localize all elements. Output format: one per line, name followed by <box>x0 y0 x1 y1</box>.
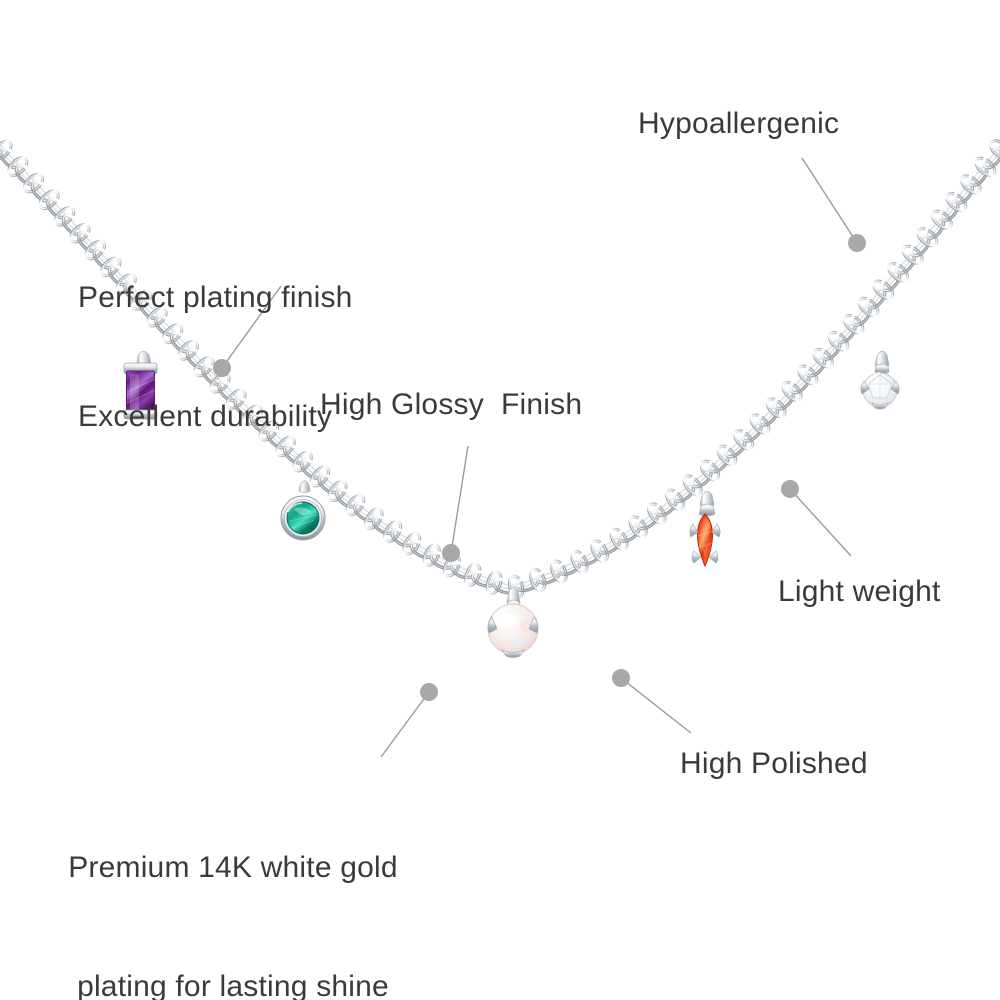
callout-dot-hypoallergenic[interactable] <box>848 234 866 252</box>
leader-line-plating <box>221 285 282 369</box>
callout-leaders <box>213 157 866 758</box>
leader-line-lightweight <box>789 488 852 557</box>
callout-dot-plating[interactable] <box>213 359 231 377</box>
callout-line-2: Excellent durability <box>78 400 333 434</box>
callout-dot-premium[interactable] <box>420 683 438 701</box>
callout-label-plating: Perfect plating finish Excellent durabil… <box>78 198 353 517</box>
callout-dot-glossy[interactable] <box>442 544 460 562</box>
callout-label-hypoallergenic: Hypoallergenic <box>638 107 840 140</box>
leader-line-hypoallergenic <box>801 157 858 244</box>
callout-label-premium: Premium 14K white gold plating for lasti… <box>52 768 414 1000</box>
leader-line-polished <box>620 677 692 734</box>
callout-dot-polished[interactable] <box>612 669 630 687</box>
callout-line-1: Perfect plating finish <box>78 280 353 314</box>
leader-line-glossy <box>450 445 469 554</box>
gem-emerald-round <box>280 480 326 541</box>
callout-dot-lightweight[interactable] <box>781 480 799 498</box>
callout-label-polished: High Polished <box>680 747 868 780</box>
callout-label-glossy: High Glossy Finish <box>320 388 583 421</box>
gem-fire-opal-marquise <box>689 490 721 568</box>
leader-line-premium <box>380 691 430 758</box>
callout-line-1: Premium 14K white gold <box>68 850 398 884</box>
callout-line-2: plating for lasting shine <box>77 970 389 1000</box>
gem-opal-round <box>487 586 539 658</box>
gem-amethyst-baguette <box>123 350 158 420</box>
callout-label-lightweight: Light weight <box>778 575 941 608</box>
gem-cz-round <box>860 350 900 410</box>
